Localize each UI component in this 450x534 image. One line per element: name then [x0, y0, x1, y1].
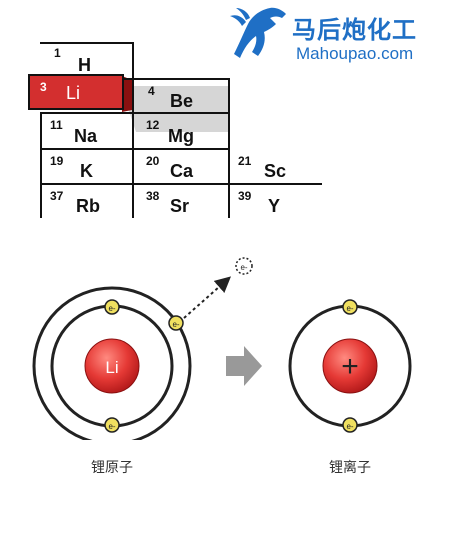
electron-label: e- [346, 422, 353, 431]
transition-arrow-icon [226, 346, 262, 386]
element-number: 37 [50, 189, 64, 203]
element-symbol: Na [74, 126, 98, 146]
electron: e- [104, 299, 120, 315]
element-number: 11 [50, 118, 63, 132]
watermark-cn-text: 马后炮化工 [292, 16, 417, 44]
element-number: 21 [238, 154, 252, 168]
element-number: 12 [146, 118, 160, 132]
electron: e- [342, 299, 358, 315]
atom-caption: 锂原子 [91, 460, 133, 476]
horse-logo-icon [230, 7, 286, 58]
ion-caption: 锂离子 [329, 460, 371, 476]
electron: e- [104, 417, 120, 433]
element-symbol: Be [170, 91, 194, 111]
watermark-url: Mahoupao.com [296, 44, 414, 63]
outer-shell [32, 286, 192, 440]
element-number: 20 [146, 154, 160, 168]
element-number: 19 [50, 154, 64, 168]
nucleus [322, 338, 378, 394]
electron: e- [342, 417, 358, 433]
element-symbol: Y [268, 196, 281, 216]
element-symbol: Mg [168, 126, 194, 146]
electron-label: e- [108, 422, 115, 431]
valence-electron: e- [168, 315, 184, 331]
element-symbol: H [78, 55, 91, 75]
lithium-atom: Li e- e- e- [32, 286, 192, 440]
element-number: 4 [148, 84, 155, 98]
ejected-electron: e- [235, 257, 253, 275]
electron-label: e- [108, 304, 115, 313]
element-number: 3 [40, 80, 47, 94]
element-symbol: Li [66, 83, 81, 103]
emission-arrow [183, 276, 231, 319]
element-symbol: Sr [170, 196, 190, 216]
lithium-ion: + e- e- [288, 299, 412, 433]
electron-label: e- [240, 263, 247, 272]
electron-label: e- [172, 320, 179, 329]
element-symbol: Rb [76, 196, 100, 216]
element-symbol: K [80, 161, 93, 181]
li-shadow [122, 76, 228, 132]
element-symbol: Sc [264, 161, 287, 181]
element-tile-li [28, 74, 124, 110]
nucleus [84, 338, 140, 394]
electron-label: e- [346, 304, 353, 313]
element-number: 38 [146, 189, 160, 203]
ionization-diagram: Li e- e- e- e- + e- e- [32, 257, 412, 440]
element-number: 39 [238, 189, 252, 203]
element-number: 1 [54, 46, 61, 60]
element-symbol: Ca [170, 161, 194, 181]
nucleus-label: Li [105, 358, 118, 377]
positive-charge-label: + [341, 350, 359, 383]
